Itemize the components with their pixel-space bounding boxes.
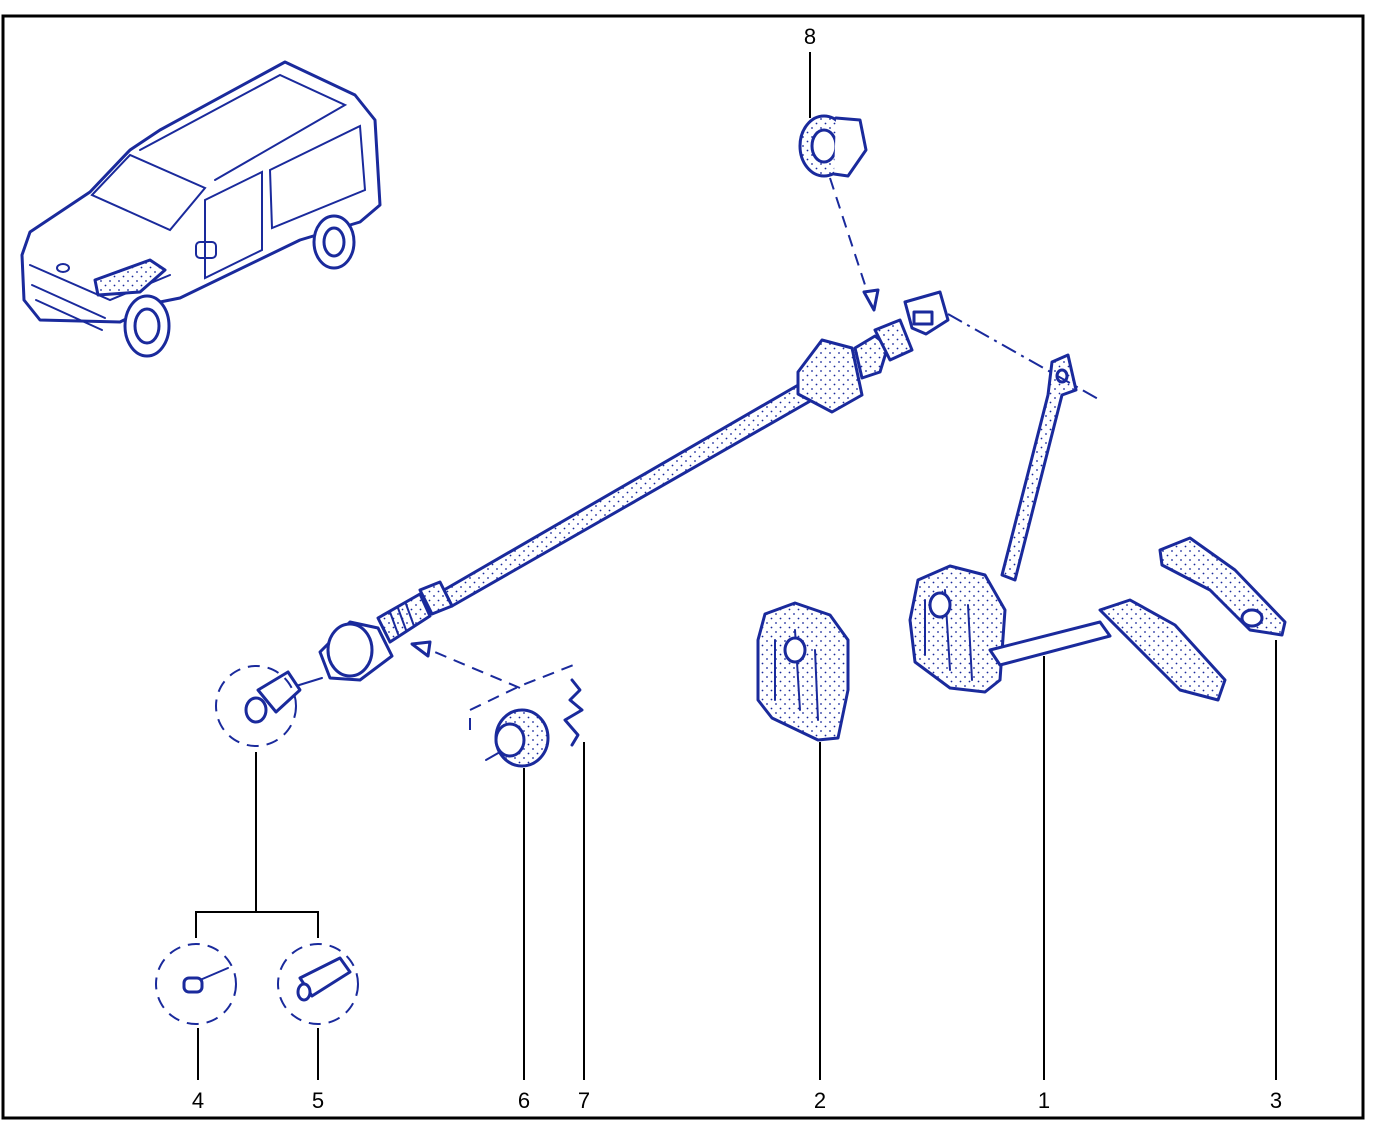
assembly-bracket-6-7 bbox=[469, 663, 577, 730]
detail-circle-4 bbox=[155, 943, 237, 1025]
axis-line-pedal bbox=[947, 313, 1101, 401]
callout-4: 4 bbox=[192, 1088, 204, 1113]
part-7-clip bbox=[563, 678, 584, 747]
callout-8: 8 bbox=[804, 24, 816, 49]
arrow-head-6 bbox=[410, 640, 432, 658]
detail-circle-end bbox=[215, 665, 297, 747]
clutch-cable bbox=[244, 290, 950, 724]
vehicle-illustration bbox=[20, 60, 382, 358]
part-1-pedal-assembly bbox=[908, 353, 1227, 702]
callout-6: 6 bbox=[518, 1088, 530, 1113]
arrow-line-6 bbox=[429, 649, 521, 689]
arrow-head-8 bbox=[862, 288, 880, 312]
callout-2: 2 bbox=[814, 1088, 826, 1113]
arrow-line-8 bbox=[829, 177, 869, 295]
part-2-bracket bbox=[756, 601, 850, 742]
leader-bracket-4-5 bbox=[195, 752, 319, 938]
part-3-pedal-pad bbox=[1158, 536, 1287, 637]
part-6-bush bbox=[485, 708, 550, 768]
detail-circle-5 bbox=[277, 943, 359, 1025]
callout-1: 1 bbox=[1038, 1088, 1050, 1113]
part-4-end-fitting bbox=[182, 967, 229, 994]
callout-3: 3 bbox=[1270, 1088, 1282, 1113]
part-5-end-fitting bbox=[296, 956, 352, 1002]
callout-7: 7 bbox=[578, 1088, 590, 1113]
diagram-frame bbox=[1, 14, 1365, 1120]
part-8-grommet bbox=[798, 114, 868, 178]
callout-5: 5 bbox=[312, 1088, 324, 1113]
